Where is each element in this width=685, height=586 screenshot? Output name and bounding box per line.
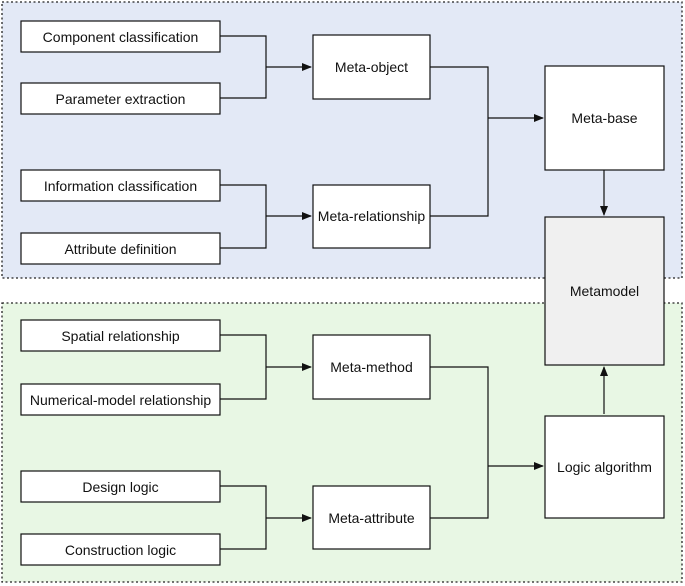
node-box: [20, 470, 221, 503]
node-label: Meta-base: [571, 110, 637, 126]
node-label: Construction logic: [65, 542, 176, 558]
node-box: [20, 319, 221, 352]
node-attribute-definition: Attribute definition: [20, 232, 221, 265]
node-box: [544, 216, 665, 366]
node-box: [20, 20, 221, 53]
node-information-classification: Information classification: [20, 169, 221, 202]
node-label: Meta-object: [335, 59, 408, 75]
node-box: [20, 383, 221, 416]
node-box: [312, 334, 431, 400]
node-label: Meta-method: [330, 359, 412, 375]
connector-meta-bracket-top: [430, 66, 489, 217]
node-box: [312, 34, 431, 100]
node-label: Parameter extraction: [56, 91, 186, 107]
node-label: Information classification: [44, 178, 197, 194]
node-numerical-model-relationship: Numerical-model relationship: [20, 383, 221, 416]
top-connectors: [220, 35, 608, 249]
node-label: Attribute definition: [64, 241, 176, 257]
node-label: Component classification: [43, 29, 199, 45]
node-box: [20, 533, 221, 566]
node-label: Meta-relationship: [318, 208, 426, 224]
node-box: [312, 184, 431, 249]
connector-meta-bracket-bottom: [430, 366, 489, 519]
node-meta-relationship: Meta-relationship: [312, 184, 431, 249]
node-label: Spatial relationship: [61, 328, 180, 344]
node-box: [544, 65, 665, 171]
node-design-logic: Design logic: [20, 470, 221, 503]
node-label: Meta-attribute: [328, 510, 415, 526]
node-label: Numerical-model relationship: [30, 392, 212, 408]
node-meta-attribute: Meta-attribute: [312, 485, 431, 550]
node-construction-logic: Construction logic: [20, 533, 221, 566]
node-box: [20, 169, 221, 202]
node-spatial-relationship: Spatial relationship: [20, 319, 221, 352]
node-meta-method: Meta-method: [312, 334, 431, 400]
node-box: [20, 82, 221, 115]
node-metamodel: Metamodel: [544, 216, 665, 366]
node-component-classification: Component classification: [20, 20, 221, 53]
node-box: [312, 485, 431, 550]
node-logic-algorithm: Logic algorithm: [544, 415, 665, 519]
node-box: [20, 232, 221, 265]
node-label: Design logic: [82, 479, 158, 495]
bottom-connectors: [220, 334, 608, 550]
node-meta-base: Meta-base: [544, 65, 665, 171]
node-box: [544, 415, 665, 519]
node-parameter-extraction: Parameter extraction: [20, 82, 221, 115]
node-label: Metamodel: [570, 283, 639, 299]
node-label: Logic algorithm: [557, 459, 652, 475]
node-meta-object: Meta-object: [312, 34, 431, 100]
